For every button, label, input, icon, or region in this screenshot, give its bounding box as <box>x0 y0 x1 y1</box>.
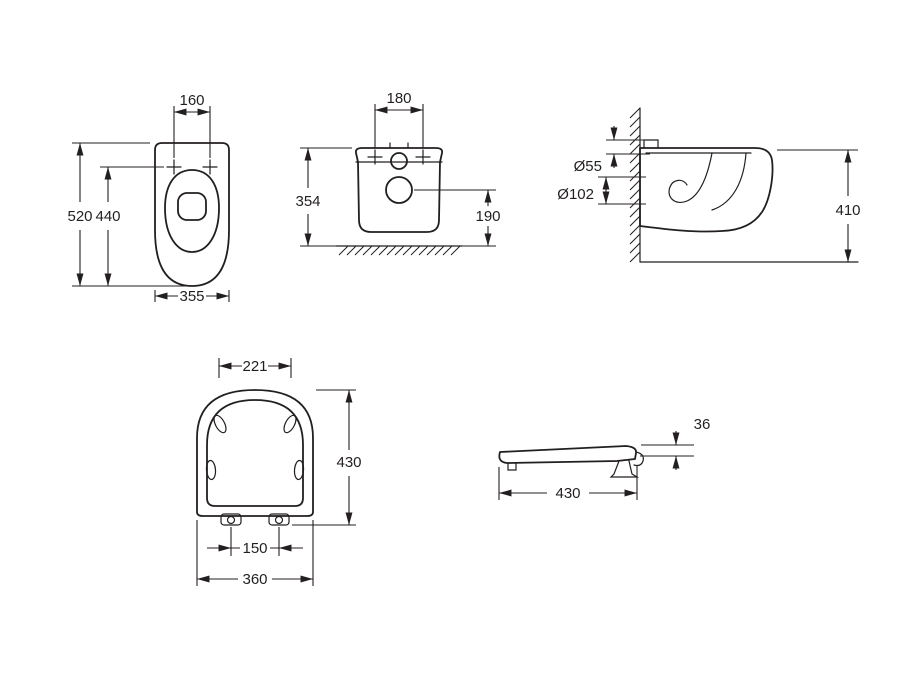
dim-mount-spacing: 180 <box>386 90 411 107</box>
toilet-profile-outline <box>639 147 774 233</box>
inlet-stub <box>643 139 659 149</box>
dim-bowl-hinge-spacing: 160 <box>179 92 204 109</box>
trapway-curve <box>668 152 713 203</box>
seat-bumper <box>283 414 297 434</box>
inlet-ticks <box>389 142 409 149</box>
dim-inlet-diameter: Ø55 <box>574 158 602 175</box>
hinge-pin-right <box>274 515 284 525</box>
dim-seat-length: 430 <box>555 485 580 502</box>
dim-ext-190 <box>414 189 496 247</box>
seat-hinge-left <box>220 513 242 526</box>
dim-ext-36 <box>640 444 694 457</box>
dim-back-height: 354 <box>295 193 320 210</box>
hinge-hole-marks <box>166 159 218 175</box>
seat-hinge-foot <box>609 460 640 478</box>
dim-ext-520 <box>72 142 186 287</box>
dim-ext-180 <box>374 104 424 148</box>
bowl-back-view: 180 354 190 <box>295 90 501 256</box>
bowl-front-view: 160 520 440 355 <box>67 92 230 305</box>
outlet-hole <box>385 176 413 204</box>
bowl-outline <box>154 142 230 287</box>
dim-seat-depth: 430 <box>336 454 361 471</box>
dim-ext-160 <box>173 106 211 158</box>
mounting-hole-marks <box>367 149 431 165</box>
dim-rim-height: 410 <box>835 202 860 219</box>
dim-seat-thickness: 36 <box>694 416 711 433</box>
dim-outlet-diameter: Ø102 <box>557 186 594 203</box>
dim-seat-hinge-spacing: 150 <box>242 540 267 557</box>
water-inlet-hole <box>390 152 408 170</box>
seat-top-view: 221 430 150 360 <box>196 358 362 588</box>
seat-lid-outline <box>206 399 304 507</box>
wall-hatching <box>629 107 641 263</box>
hinge-pin-left <box>226 515 236 525</box>
seat-bumper <box>293 459 305 481</box>
seat-outer-outline <box>196 389 314 517</box>
bowl-rim-opening <box>164 169 220 253</box>
dim-seat-overall-width: 360 <box>242 571 267 588</box>
side-profile-view: Ø55 Ø102 410 <box>557 107 861 263</box>
seat-profile-outline <box>498 445 637 464</box>
bowl-inner-curve <box>711 152 747 211</box>
dim-bowl-overall-width: 355 <box>179 288 204 305</box>
ground-hatching <box>338 245 461 256</box>
dim-bowl-height: 440 <box>95 208 120 225</box>
dim-ext-360 <box>196 520 314 586</box>
dim-seat-front-width: 221 <box>242 358 267 375</box>
dim-outlet-height: 190 <box>475 208 500 225</box>
bowl-water-area <box>177 192 207 221</box>
seat-hinge-right <box>268 513 290 526</box>
seat-side-view: 36 430 <box>498 416 711 502</box>
dim-bowl-overall-height: 520 <box>67 208 92 225</box>
seat-front-bumper <box>507 462 517 471</box>
seat-bumper <box>213 414 227 434</box>
seat-hinge-knob <box>633 451 644 467</box>
seat-bumper <box>205 459 217 481</box>
